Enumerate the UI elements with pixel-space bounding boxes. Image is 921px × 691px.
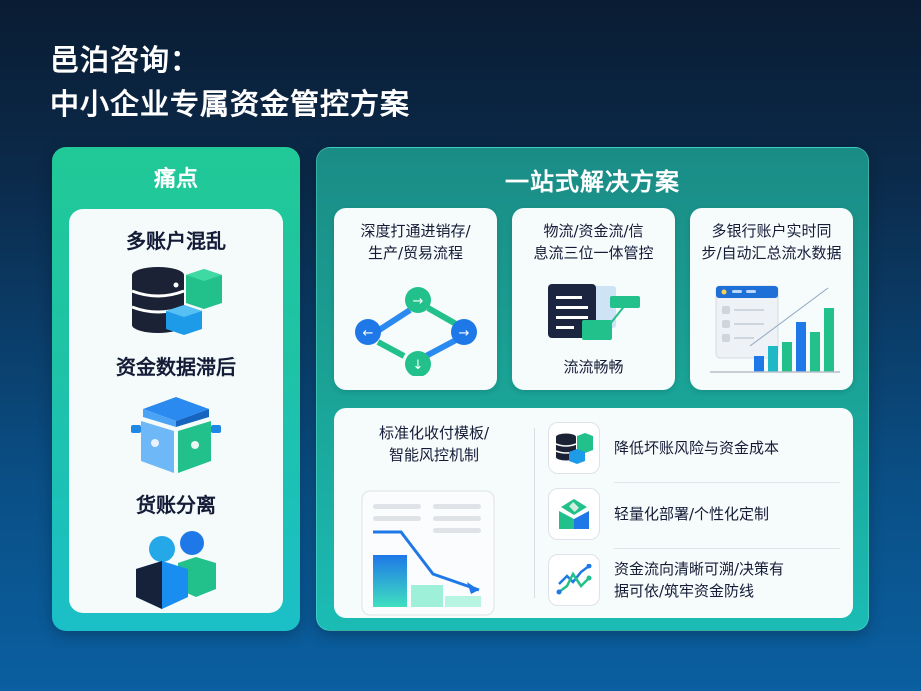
svg-text:→: → (459, 326, 470, 341)
pain-points-panel: 痛点 多账户混乱 资金数据滞后 (52, 147, 300, 631)
card-title-line: 步/自动汇总流水数据 (701, 244, 842, 262)
benefit-lightweight-deploy: 轻量化部署/个性化定制 (548, 488, 840, 540)
pain-item-data-lag: 资金数据滞后 (69, 351, 283, 380)
card-title-line: 深度打通进销存/ (360, 222, 471, 240)
benefit-text: 轻量化部署/个性化定制 (614, 505, 770, 523)
card-title: 多银行账户实时同 步/自动汇总流水数据 (696, 220, 847, 264)
page-title: 邑泊咨询： 中小企业专属资金管控方案 (50, 38, 410, 126)
card-title-line: 息流三位一体管控 (533, 244, 654, 262)
benefit-divider (614, 548, 840, 549)
card-title: 标准化收付模板/ 智能风控机制 (344, 422, 524, 466)
vertical-divider (534, 428, 535, 598)
benefit-divider (614, 482, 840, 483)
card-title-line: 生产/贸易流程 (367, 244, 464, 262)
box-icon (131, 397, 221, 473)
benefit-traceable-flow: 资金流向清晰可溯/决策有 据可依/筑牢资金防线 (548, 554, 840, 606)
pain-item-label: 资金数据滞后 (116, 355, 236, 379)
solution-card-risk-control: 标准化收付模板/ 智能风控机制 (334, 408, 853, 618)
svg-text:←: ← (363, 326, 374, 341)
card-title-line: 多银行账户实时同 (711, 222, 832, 240)
benefit-text-line: 资金流向清晰可溯/决策有 (614, 560, 785, 578)
card-title-line: 智能风控机制 (388, 446, 479, 464)
pain-item-label: 多账户混乱 (126, 229, 226, 253)
benefit-icon-frame (548, 488, 600, 540)
solution-panel: 一站式解决方案 深度打通进销存/ 生产/贸易流程 → ← → ↓ 物流/资金流/… (316, 147, 869, 631)
card-title: 物流/资金流/信 息流三位一体管控 (518, 220, 669, 264)
people-icon (136, 531, 216, 609)
title-line-2: 中小企业专属资金管控方案 (50, 87, 411, 121)
benefit-icon-frame (548, 554, 600, 606)
pain-item-label: 货账分离 (136, 493, 216, 517)
benefit-text-line: 据可依/筑牢资金防线 (614, 582, 755, 600)
document-flow-icon (548, 284, 640, 340)
pain-points-list: 多账户混乱 资金数据滞后 (69, 209, 283, 613)
card-title-line: 标准化收付模板/ (378, 424, 490, 442)
cycle-arrows-icon: → ← → ↓ (355, 287, 477, 376)
solution-card-three-flows: 物流/资金流/信 息流三位一体管控 流流畅畅 (512, 208, 675, 390)
benefit-text: 资金流向清晰可溯/决策有 据可依/筑牢资金防线 (614, 554, 840, 606)
dashboard-chart-icon (710, 285, 840, 373)
declining-chart-icon (361, 490, 495, 616)
card-title: 深度打通进销存/ 生产/贸易流程 (340, 220, 491, 264)
pain-item-multi-account: 多账户混乱 (69, 225, 283, 254)
title-line-1: 邑泊咨询： (50, 43, 201, 77)
solution-title: 一站式解决方案 (505, 168, 680, 196)
benefit-reduce-risk: 降低坏账风险与资金成本 (548, 422, 840, 474)
database-cubes-icon (131, 267, 222, 335)
database-cubes-icon (555, 433, 593, 464)
solution-card-bank-sync: 多银行账户实时同 步/自动汇总流水数据 (690, 208, 853, 390)
deploy-box-icon (559, 499, 589, 529)
solution-card-process: 深度打通进销存/ 生产/贸易流程 → ← → ↓ (334, 208, 497, 390)
card-subtitle: 流流畅畅 (563, 358, 624, 376)
card-title-line: 物流/资金流/信 (543, 222, 644, 240)
pain-item-goods-account-separation: 货账分离 (69, 489, 283, 518)
benefit-icon-frame (548, 422, 600, 474)
benefit-text: 降低坏账风险与资金成本 (614, 439, 780, 457)
svg-text:↓: ↓ (413, 358, 424, 373)
svg-text:→: → (413, 294, 424, 309)
trend-lines-icon (556, 564, 592, 595)
pain-points-title: 痛点 (153, 167, 198, 192)
